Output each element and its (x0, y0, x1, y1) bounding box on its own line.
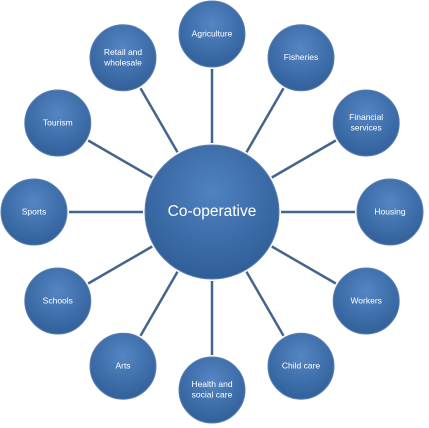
spoke-child-care (245, 271, 285, 337)
node-circle-schools[interactable] (24, 267, 92, 335)
center-circle[interactable] (144, 144, 280, 280)
node-label-retail-and-wholesale-line-2: wholesale (103, 57, 142, 67)
node-circle-tourism[interactable] (24, 89, 92, 157)
node-circle-financial-services[interactable] (332, 89, 400, 157)
node-schools[interactable]: Schools (24, 267, 92, 335)
node-label-sports: Sports (22, 206, 47, 216)
spoke-tourism (87, 139, 153, 179)
nodes-group: AgricultureFisheriesFinancialservicesHou… (0, 0, 424, 424)
node-circle-arts[interactable] (89, 332, 157, 400)
node-tourism[interactable]: Tourism (24, 89, 92, 157)
node-label-arts: Arts (115, 360, 130, 370)
node-circle-housing[interactable] (356, 178, 424, 246)
node-child-care[interactable]: Child care (267, 332, 335, 400)
node-label-health-and-social-care-line-2: social care (192, 390, 233, 400)
center-label: Co-operative (168, 203, 257, 220)
spoke-retail-and-wholesale (139, 87, 179, 153)
node-arts[interactable]: Arts (89, 332, 157, 400)
spoke-financial-services (271, 139, 337, 179)
spokes-group (69, 69, 355, 355)
spoke-fisheries (245, 87, 285, 153)
node-label-tourism: Tourism (43, 117, 73, 127)
spoke-schools (87, 245, 153, 285)
node-housing[interactable]: Housing (356, 178, 424, 246)
node-agriculture[interactable]: Agriculture (178, 0, 246, 68)
node-label-agriculture: Agriculture (192, 28, 233, 38)
node-label-fisheries: Fisheries (284, 52, 318, 62)
node-label-housing: Housing (374, 206, 405, 216)
node-label-financial-services-line-1: Financial (349, 112, 383, 122)
spoke-arts (139, 271, 179, 337)
node-circle-workers[interactable] (332, 267, 400, 335)
node-circle-child-care[interactable] (267, 332, 335, 400)
node-label-child-care: Child care (282, 360, 321, 370)
node-workers[interactable]: Workers (332, 267, 400, 335)
node-label-retail-and-wholesale-line-1: Retail and (104, 47, 143, 57)
node-label-financial-services-line-2: services (351, 123, 382, 133)
node-circle-health-and-social-care[interactable] (178, 356, 246, 424)
node-sports[interactable]: Sports (0, 178, 68, 246)
node-circle-retail-and-wholesale[interactable] (89, 24, 157, 92)
node-circle-agriculture[interactable] (178, 0, 246, 68)
node-circle-fisheries[interactable] (267, 24, 335, 92)
center-group: Co-operative (144, 144, 280, 280)
node-label-health-and-social-care-line-1: Health and (191, 379, 232, 389)
node-label-schools: Schools (43, 295, 73, 305)
spoke-workers (271, 245, 337, 285)
node-label-workers: Workers (350, 295, 382, 305)
node-fisheries[interactable]: Fisheries (267, 24, 335, 92)
node-circle-sports[interactable] (0, 178, 68, 246)
